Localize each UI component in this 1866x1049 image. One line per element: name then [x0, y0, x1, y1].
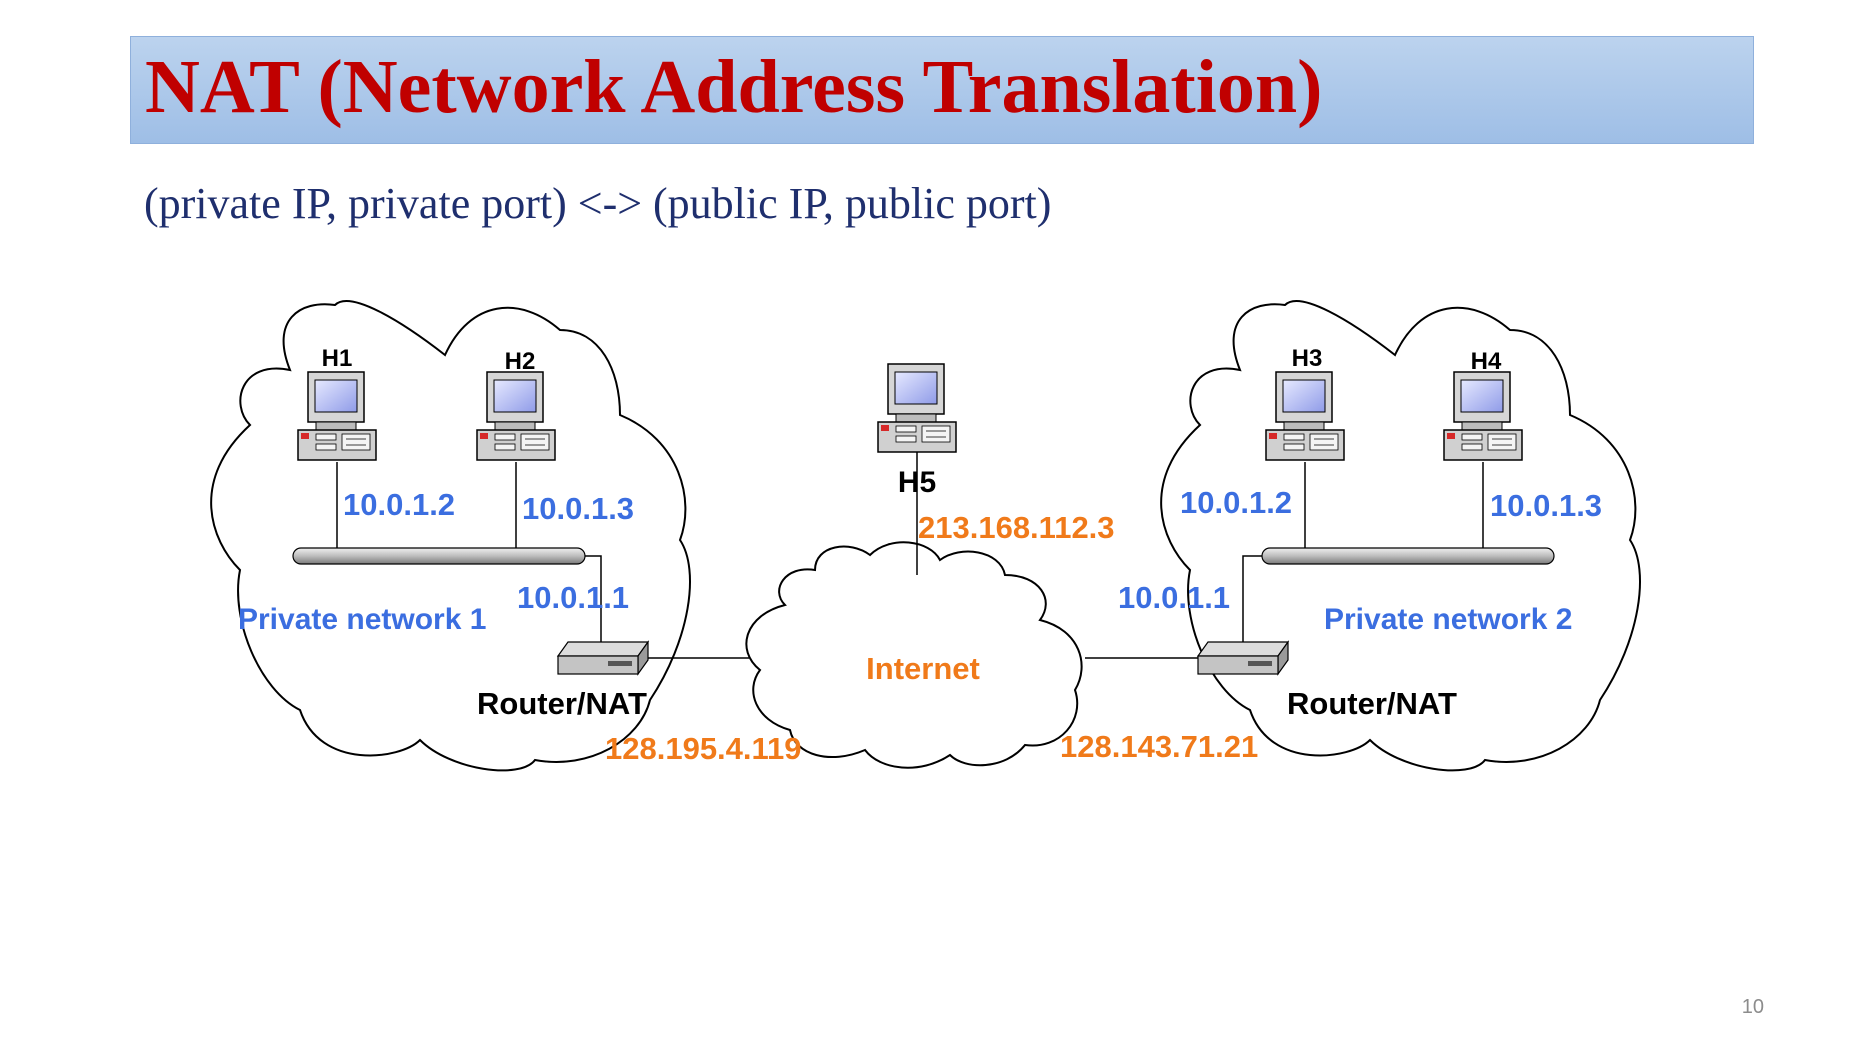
network2-bus: [1261, 547, 1555, 565]
private-network-2-cloud: [1160, 300, 1641, 772]
router2-private-ip: 10.0.1.1: [1118, 580, 1230, 615]
router1-private-ip: 10.0.1.1: [517, 580, 629, 615]
h5-ip: 213.168.112.3: [918, 510, 1115, 545]
h3-computer-icon: [1265, 371, 1345, 461]
router1-public-ip: 128.195.4.119: [605, 731, 802, 766]
router1-uplink: [585, 555, 602, 643]
h3-label: H3: [1292, 345, 1323, 372]
private-network-2-label: Private network 2: [1324, 603, 1572, 636]
router2-uplink: [1242, 555, 1262, 643]
h2-label: H2: [505, 348, 536, 375]
h1-computer-icon: [297, 371, 377, 461]
h1-label: H1: [322, 345, 353, 372]
h4-ip: 10.0.1.3: [1490, 488, 1602, 523]
router2-label: Router/NAT: [1287, 686, 1457, 721]
slide-subtitle: (private IP, private port) <-> (public I…: [144, 179, 1052, 228]
h5-label: H5: [898, 466, 936, 499]
h4-computer-icon: [1443, 371, 1523, 461]
router1-label: Router/NAT: [477, 686, 647, 721]
h2-computer-icon: [476, 371, 556, 461]
page-number: 10: [1741, 996, 1764, 1018]
h3-ip: 10.0.1.2: [1180, 485, 1292, 520]
h2-ip: 10.0.1.3: [522, 491, 634, 526]
internet-cloud: [745, 541, 1083, 769]
slide-title: NAT (Network Address Translation): [145, 45, 1323, 129]
h5-computer-icon: [877, 363, 957, 453]
h1-ip: 10.0.1.2: [343, 487, 455, 522]
router1-icon: [557, 641, 649, 675]
network1-bus: [292, 547, 586, 565]
h4-label: H4: [1471, 348, 1502, 375]
internet-label: Internet: [866, 651, 980, 686]
router2-icon: [1197, 641, 1289, 675]
private-network-1-label: Private network 1: [238, 603, 486, 636]
title-bar: NAT (Network Address Translation): [130, 36, 1754, 144]
private-network-1-cloud: [210, 300, 691, 772]
router2-public-ip: 128.143.71.21: [1060, 729, 1258, 764]
